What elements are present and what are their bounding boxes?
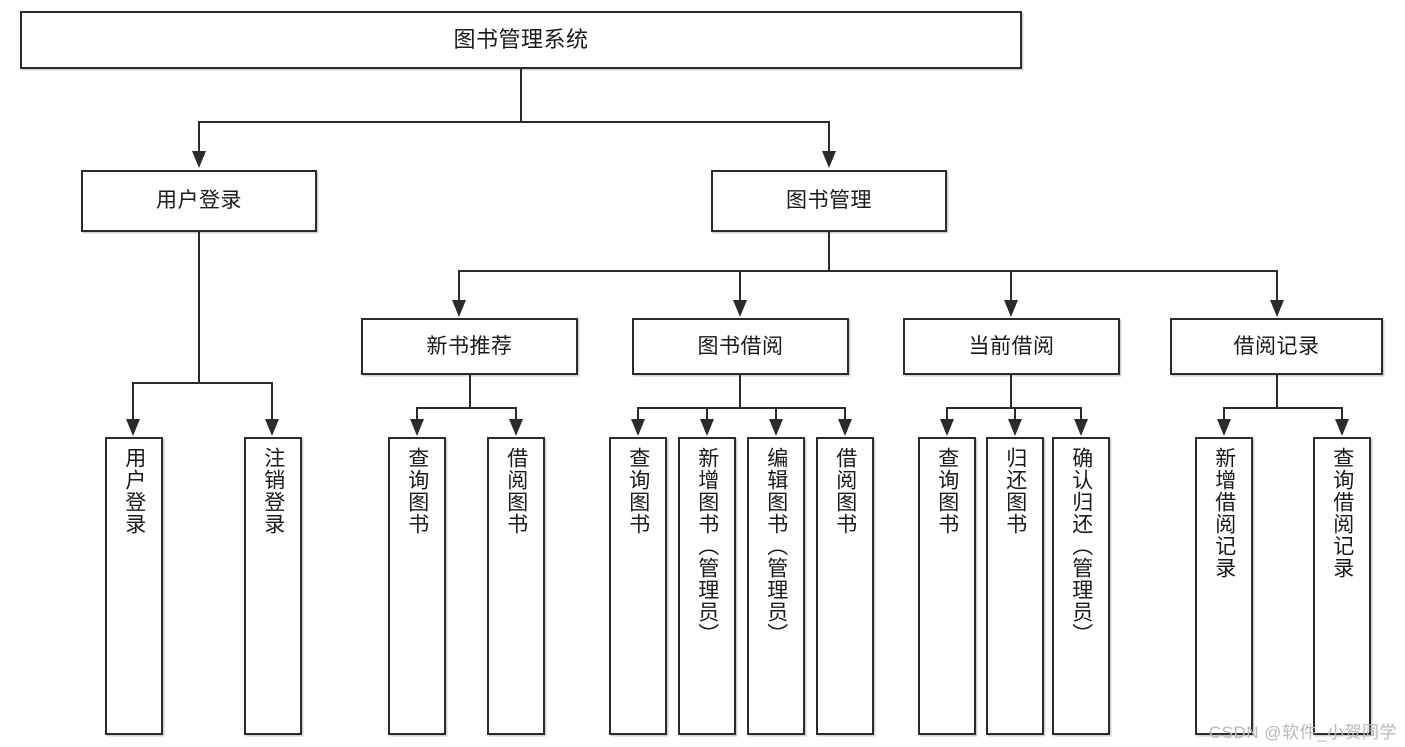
node-root[interactable]: 图书管理系统 <box>20 11 1022 69</box>
leaf-logout-label: 注销登录 <box>261 447 285 535</box>
leaf-edit-book[interactable]: 编辑图书（管理员） <box>747 437 805 735</box>
edge-cb-to-leaf2 <box>1014 407 1016 419</box>
leaf-query-book-rec[interactable]: 查询图书 <box>388 437 446 735</box>
arrow-user-login-to-leaf1 <box>126 419 140 436</box>
edge-book-borrow-stem <box>739 375 741 408</box>
leaf-return-book-label: 归还图书 <box>1003 447 1027 535</box>
arrow-root-to-user-login <box>192 151 206 168</box>
node-new-book-rec-label: 新书推荐 <box>426 334 513 358</box>
edge-new-book-rec-bus <box>416 407 516 409</box>
edge-bm-to-current-borrow <box>1010 270 1012 300</box>
node-borrow-record[interactable]: 借阅记录 <box>1170 318 1383 375</box>
leaf-query-book-br[interactable]: 查询图书 <box>609 437 667 735</box>
edge-nbr-to-leaf1 <box>416 407 418 419</box>
node-book-manage[interactable]: 图书管理 <box>711 170 947 232</box>
arrow-bb-to-leaf3 <box>769 419 783 436</box>
arrow-cb-to-leaf1 <box>940 419 954 436</box>
leaf-borrow-book-br-label: 借阅图书 <box>833 447 857 535</box>
edge-cb-to-leaf3 <box>1080 407 1082 419</box>
edge-user-login-to-leaf2 <box>271 382 273 419</box>
node-user-login[interactable]: 用户登录 <box>81 170 317 232</box>
arrow-bm-to-current-borrow <box>1004 300 1018 317</box>
leaf-query-record-label: 查询借阅记录 <box>1330 447 1354 579</box>
edge-book-manage-stem <box>828 232 830 271</box>
edge-root-to-book-manage <box>828 121 830 151</box>
edge-br-to-leaf1 <box>1223 407 1225 419</box>
leaf-add-record-label: 新增借阅记录 <box>1212 447 1236 579</box>
edge-bm-to-new-book-rec <box>458 270 460 300</box>
leaf-add-book-label: 新增图书（管理员） <box>695 447 719 645</box>
node-book-borrow-label: 图书借阅 <box>697 334 784 358</box>
leaf-borrow-book-rec[interactable]: 借阅图书 <box>487 437 545 735</box>
edge-borrow-record-stem <box>1276 375 1278 408</box>
edge-root-bus <box>199 121 830 123</box>
arrow-bm-to-new-book-rec <box>452 300 466 317</box>
arrow-bb-to-leaf1 <box>631 419 645 436</box>
leaf-query-book-cb-label: 查询图书 <box>935 447 959 535</box>
node-root-label: 图书管理系统 <box>453 26 589 52</box>
leaf-logout[interactable]: 注销登录 <box>244 437 302 735</box>
edge-book-manage-bus <box>458 270 1278 272</box>
edge-new-book-rec-stem <box>469 375 471 408</box>
node-book-manage-label: 图书管理 <box>786 189 872 213</box>
leaf-borrow-book-rec-label: 借阅图书 <box>504 447 528 535</box>
edge-nbr-to-leaf2 <box>515 407 517 419</box>
leaf-borrow-book-br[interactable]: 借阅图书 <box>816 437 874 735</box>
arrow-nbr-to-leaf1 <box>410 419 424 436</box>
leaf-user-login[interactable]: 用户登录 <box>105 437 163 735</box>
arrow-br-to-leaf1 <box>1217 419 1231 436</box>
leaf-query-book-cb[interactable]: 查询图书 <box>918 437 976 735</box>
node-new-book-rec[interactable]: 新书推荐 <box>361 318 578 375</box>
arrow-bb-to-leaf4 <box>838 419 852 436</box>
edge-borrow-record-bus <box>1223 407 1342 409</box>
leaf-add-book[interactable]: 新增图书（管理员） <box>678 437 736 735</box>
edge-root-to-user-login <box>198 121 200 151</box>
node-user-login-label: 用户登录 <box>156 189 242 213</box>
edge-bm-to-borrow-record <box>1276 270 1278 300</box>
edge-bb-to-leaf2 <box>706 407 708 419</box>
edge-bm-to-book-borrow <box>739 270 741 300</box>
arrow-root-to-book-manage <box>822 151 836 168</box>
arrow-nbr-to-leaf2 <box>509 419 523 436</box>
edge-current-borrow-stem <box>1010 375 1012 408</box>
edge-bb-to-leaf4 <box>844 407 846 419</box>
arrow-bb-to-leaf2 <box>700 419 714 436</box>
leaf-query-record[interactable]: 查询借阅记录 <box>1313 437 1371 735</box>
node-book-borrow[interactable]: 图书借阅 <box>632 318 849 375</box>
edge-bb-to-leaf1 <box>637 407 639 419</box>
leaf-edit-book-label: 编辑图书（管理员） <box>764 447 788 645</box>
node-current-borrow-label: 当前借阅 <box>968 334 1055 358</box>
arrow-bm-to-book-borrow <box>733 300 747 317</box>
leaf-confirm-return-label: 确认归还（管理员） <box>1069 447 1093 645</box>
leaf-query-book-br-label: 查询图书 <box>626 447 650 535</box>
leaf-return-book[interactable]: 归还图书 <box>986 437 1044 735</box>
edge-user-login-bus <box>133 382 272 384</box>
leaf-confirm-return[interactable]: 确认归还（管理员） <box>1052 437 1110 735</box>
edge-book-borrow-bus <box>637 407 845 409</box>
edge-root-stem <box>520 69 522 123</box>
arrow-bm-to-borrow-record <box>1270 300 1284 317</box>
node-borrow-record-label: 借阅记录 <box>1233 334 1320 358</box>
arrow-cb-to-leaf3 <box>1074 419 1088 436</box>
edge-br-to-leaf2 <box>1341 407 1343 419</box>
edge-user-login-to-leaf1 <box>132 382 134 419</box>
edge-cb-to-leaf1 <box>946 407 948 419</box>
arrow-user-login-to-leaf2 <box>265 419 279 436</box>
leaf-user-login-label: 用户登录 <box>122 447 146 535</box>
leaf-query-book-rec-label: 查询图书 <box>405 447 429 535</box>
edge-user-login-stem <box>198 232 200 383</box>
arrow-br-to-leaf2 <box>1335 419 1349 436</box>
arrow-cb-to-leaf2 <box>1008 419 1022 436</box>
node-current-borrow[interactable]: 当前借阅 <box>903 318 1120 375</box>
leaf-add-record[interactable]: 新增借阅记录 <box>1195 437 1253 735</box>
edge-bb-to-leaf3 <box>775 407 777 419</box>
